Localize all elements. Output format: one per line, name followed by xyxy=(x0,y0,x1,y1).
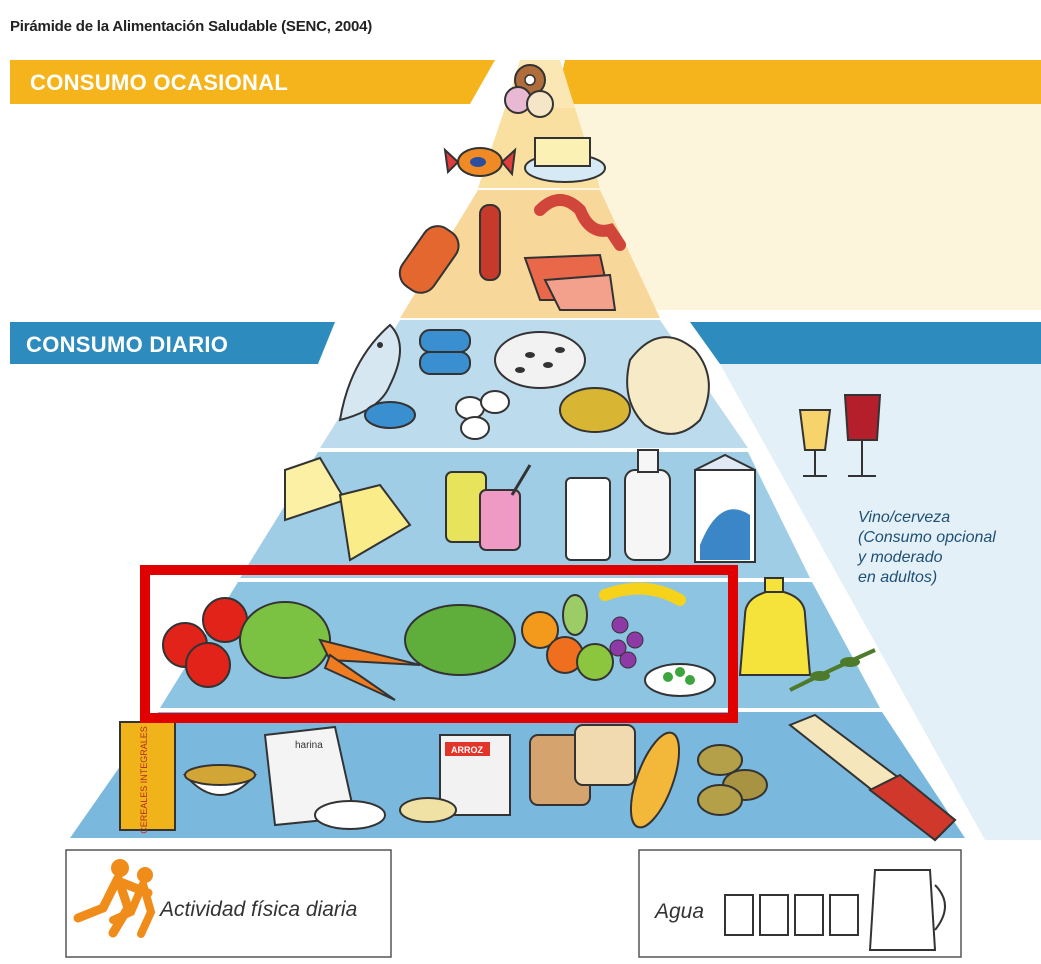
occasional-band xyxy=(10,60,1041,310)
spinach-icon xyxy=(404,604,516,676)
cereal-box-label: CEREALES INTEGRALES xyxy=(139,726,149,834)
water-glasses-icon xyxy=(724,894,859,936)
donut-icon xyxy=(504,64,554,118)
candy-icon xyxy=(443,147,517,177)
fruit-icon xyxy=(521,594,614,681)
flour-bag-label: harina xyxy=(295,740,323,751)
cereal-bowl-icon xyxy=(182,764,258,796)
cheese-icon xyxy=(284,456,412,562)
grapes-icon xyxy=(609,616,644,669)
wine-note-line2: (Consumo opcional xyxy=(858,529,996,546)
occasional-band-label: CONSUMO OCASIONAL xyxy=(30,70,289,95)
carrot-icon xyxy=(318,638,421,701)
tomato-icon xyxy=(162,597,248,688)
wine-note-line1: Vino/cerveza xyxy=(858,509,951,526)
chicken-icon xyxy=(626,336,710,435)
bread-icon xyxy=(529,724,681,829)
sausage-icon xyxy=(398,194,626,294)
daily-band-label: CONSUMO DIARIO xyxy=(26,332,229,357)
highlight-box xyxy=(140,565,738,723)
water-label: Agua xyxy=(655,900,705,923)
yogurt-icon xyxy=(445,464,532,551)
ham-icon xyxy=(523,253,617,311)
figure-title: Pirámide de la Alimentación Saludable (S… xyxy=(10,18,373,35)
wine-note-line4: en adultos) xyxy=(858,569,938,586)
beans-icon xyxy=(494,331,586,389)
activity-label: Actividad física diaria xyxy=(160,898,358,921)
milk-carton-icon xyxy=(694,453,756,563)
daily-band xyxy=(10,322,1041,840)
wine-note-line3: y moderado xyxy=(858,549,943,566)
rice-box-label: ARROZ xyxy=(451,745,483,755)
banana-icon xyxy=(599,582,686,606)
canned-fish-icon xyxy=(364,329,471,429)
flour-bag-icon: harina xyxy=(263,725,386,830)
potato-icon xyxy=(697,744,768,816)
water-jug-icon xyxy=(868,869,946,951)
wine-note: Vino/cerveza (Consumo opcional y moderad… xyxy=(858,508,1041,588)
nuts-icon xyxy=(559,387,631,433)
milk-glass-icon xyxy=(565,477,611,561)
lettuce-icon xyxy=(239,601,331,679)
olive-oil-icon xyxy=(738,577,812,676)
beer-glass-icon xyxy=(798,409,832,477)
wine-glass-icon xyxy=(843,394,882,477)
eggs-icon xyxy=(455,390,510,440)
milk-bottle-icon xyxy=(624,449,671,561)
olive-branch-icon xyxy=(789,648,876,692)
runners-icon xyxy=(73,859,156,938)
rice-box-icon: ARROZ xyxy=(399,734,511,823)
butter-icon xyxy=(524,137,606,183)
peas-icon xyxy=(644,663,716,697)
cereal-box-icon: CEREALES INTEGRALES xyxy=(119,721,176,834)
pasta-icon xyxy=(788,713,957,842)
